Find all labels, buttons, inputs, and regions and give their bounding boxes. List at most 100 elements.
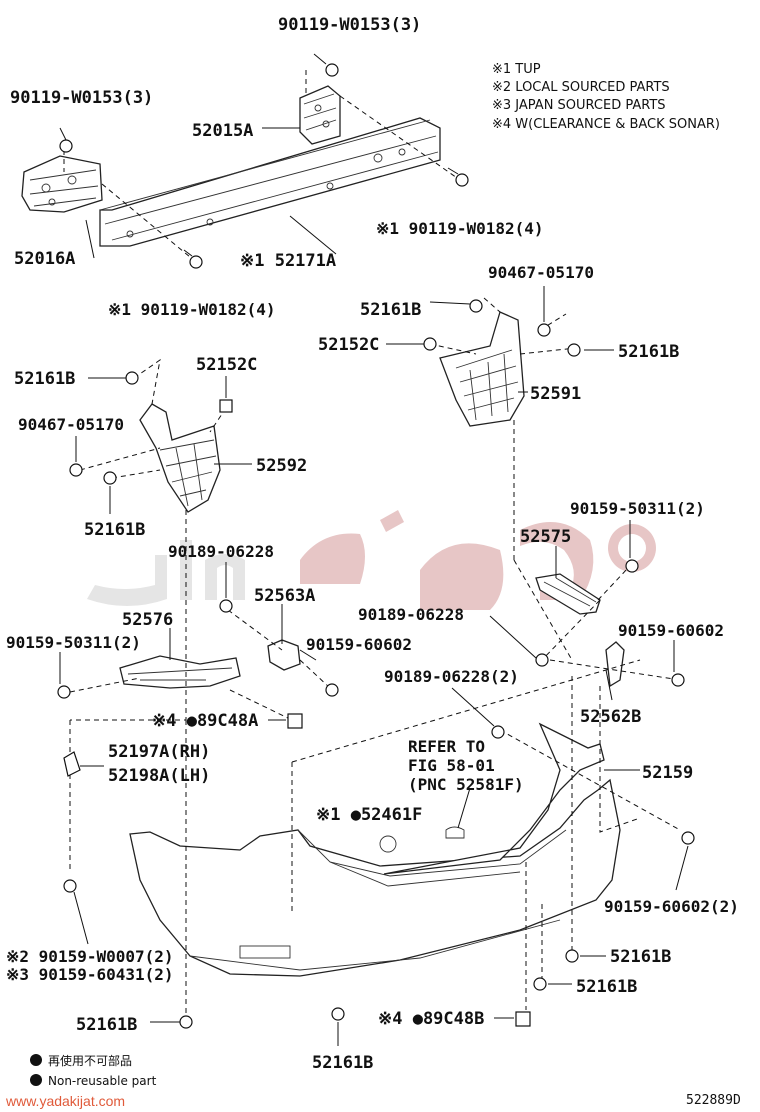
label-refer-2: FIG 58-01 (408, 756, 495, 775)
legend-item-cn: 再使用不可部品 (48, 1053, 132, 1068)
label-screw-local: ※2 90159-W0007(2) (6, 947, 174, 966)
label-52576: 52576 (122, 610, 173, 630)
bracket-52575-drawing (535, 573, 601, 615)
bolt-icon (183, 249, 203, 269)
note-local: ※2 LOCAL SOURCED PARTS (492, 80, 670, 95)
retainer-icon (567, 343, 581, 357)
bolt-icon (313, 53, 339, 77)
screw-icon (535, 653, 549, 667)
retainer-icon (469, 299, 483, 313)
retainer-icon (533, 977, 547, 991)
notes-block: ※1 TUP ※2 LOCAL SOURCED PARTS ※3 JAPAN S… (492, 62, 720, 132)
label-nut-r-top: 90467-05170 (488, 263, 594, 282)
label-stay-l: 52152C (196, 355, 257, 375)
label-52171a: ※1 52171A (240, 251, 336, 271)
bumper-reinforcement-drawing (99, 117, 441, 247)
bracket-52562b-drawing (605, 641, 625, 688)
label-52016a: 52016A (14, 249, 75, 269)
fasteners (57, 53, 695, 1029)
label-retainer-l-bottom: 52161B (84, 520, 145, 540)
retainer-icon (103, 471, 117, 485)
label-bolt-top-left: 90119-W0153(3) (10, 88, 153, 108)
label-sonar-a: ※4 ●89C48A (152, 711, 258, 731)
label-screw-52576: 90159-50311(2) (6, 633, 141, 652)
note-tup: ※1 TUP (492, 62, 541, 77)
bolt-icon (59, 127, 73, 153)
label-52575: 52575 (520, 527, 571, 547)
bracket-52591-drawing (439, 311, 525, 427)
label-clip-rh: 52197A(RH) (108, 742, 210, 762)
label-retainer-br2: 52161B (576, 977, 637, 997)
nut-icon (69, 463, 83, 477)
label-retainer-l-top: 52161B (14, 369, 75, 389)
label-screw-bottom-right: 90159-60602(2) (604, 897, 739, 916)
non-reusable-dot-icon (30, 1054, 42, 1066)
label-52563a: 52563A (254, 586, 315, 606)
nut-icon (537, 323, 551, 337)
screw-icon (57, 685, 71, 699)
label-retainer-r-mid: 52161B (618, 342, 679, 362)
note-sonar: ※4 W(CLEARANCE & BACK SONAR) (492, 117, 720, 132)
bolt-icon (447, 167, 469, 187)
retainer-icon (565, 949, 579, 963)
stay-icon (219, 399, 233, 413)
retainer-icon (179, 1015, 193, 1029)
screw-icon (63, 879, 77, 893)
label-clip-lh: 52198A(LH) (108, 766, 210, 786)
label-screw-52575: 90159-50311(2) (570, 499, 705, 518)
label-refer-3: (PNC 52581F) (408, 775, 524, 794)
non-reusable-dot-icon (30, 1074, 42, 1086)
label-refer-1: REFER TO (408, 737, 485, 756)
label-52159: 52159 (642, 763, 693, 783)
label-screw-mid-right: 90189-06228 (358, 605, 464, 624)
bracket-52592-drawing (139, 403, 221, 513)
screw-icon (491, 725, 505, 739)
retainer-icon (125, 371, 139, 385)
label-52461f: ※1 ●52461F (316, 805, 422, 825)
label-screw-52563: 90159-60602 (306, 635, 412, 654)
legend-item-en: Non-reusable part (48, 1074, 157, 1088)
legend: 再使用不可部品 Non-reusable part (30, 1053, 157, 1088)
label-screw-right-top: 90159-60602 (618, 621, 724, 640)
note-japan: ※3 JAPAN SOURCED PARTS (492, 98, 666, 113)
bumper-cover-drawing (129, 722, 621, 977)
bracket-52015a-drawing (299, 85, 341, 145)
diagram-code: 522889D (686, 1093, 741, 1108)
stay-icon (423, 337, 437, 351)
assembly-dash-lines (63, 70, 681, 1014)
label-retainer-r-top: 52161B (360, 300, 421, 320)
screw-icon (681, 831, 695, 845)
label-retainer-br1: 52161B (610, 947, 671, 967)
label-sonar-b: ※4 ●89C48B (378, 1009, 484, 1029)
screw-icon (325, 683, 339, 697)
bracket-52016a-drawing (21, 155, 103, 213)
label-52591: 52591 (530, 384, 581, 404)
label-screw-japan: ※3 90159-60431(2) (6, 965, 174, 984)
sonar-bracket-icon (515, 1011, 531, 1027)
footer: www.yadakijat.com 522889D (5, 1093, 741, 1109)
leader-lines (59, 127, 689, 1046)
label-nut-l: 90467-05170 (18, 415, 124, 434)
retainer-icon (331, 1007, 345, 1021)
label-52562b: 52562B (580, 707, 641, 727)
label-retainer-bl: 52161B (76, 1015, 137, 1035)
watermark-logo (87, 510, 656, 610)
screw-icon (219, 599, 233, 613)
label-screw-mid-left: 90189-06228 (168, 542, 274, 561)
bracket-52563a-drawing (267, 639, 301, 671)
clip-icon (63, 751, 81, 777)
label-stay-r: 52152C (318, 335, 379, 355)
footer-url: www.yadakijat.com (5, 1093, 125, 1109)
screw-icon (625, 559, 639, 573)
label-52592: 52592 (256, 456, 307, 476)
label-screw-mid-right2: 90189-06228(2) (384, 667, 519, 686)
screw-icon (671, 673, 685, 687)
label-retainer-bc: 52161B (312, 1053, 373, 1073)
label-bolt-reinf-right: ※1 90119-W0182(4) (376, 219, 544, 238)
label-52015a: 52015A (192, 121, 253, 141)
bracket-52576-drawing (119, 655, 241, 689)
part-labels: 90119-W0153(3) 90119-W0153(3) 52015A 520… (6, 15, 739, 1073)
sonar-bracket-icon (287, 713, 303, 729)
label-bolt-reinf-left: ※1 90119-W0182(4) (108, 300, 276, 319)
